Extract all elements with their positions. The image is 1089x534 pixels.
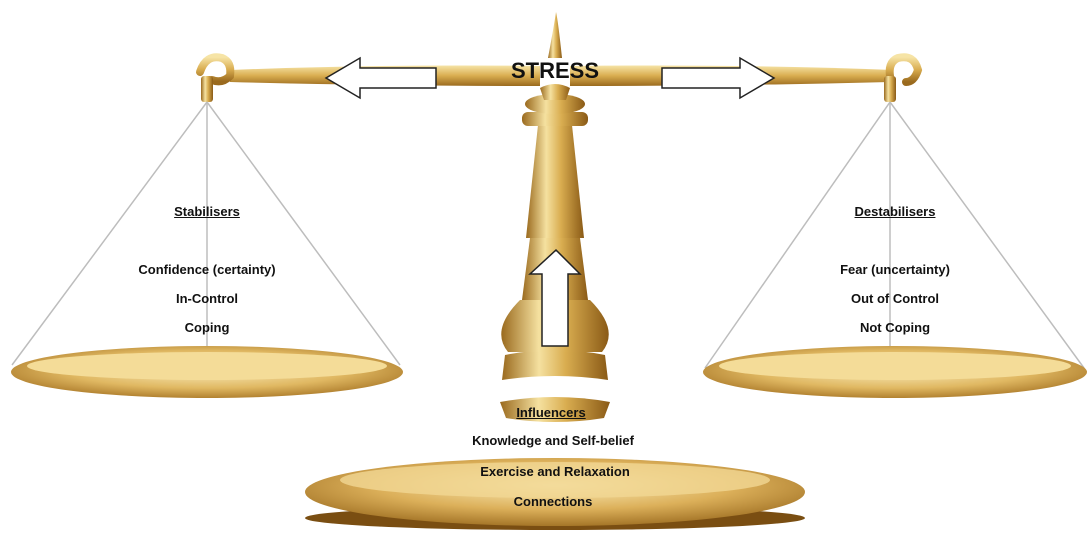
destabilisers-heading: Destabilisers bbox=[854, 204, 936, 219]
right-pan bbox=[703, 346, 1087, 398]
left-arrow-icon bbox=[324, 56, 437, 100]
stabilisers-heading: Stabilisers bbox=[174, 204, 240, 219]
stress-title: STRESS bbox=[510, 58, 600, 83]
destabiliser-item: Out of Control bbox=[850, 291, 940, 306]
left-pan bbox=[11, 346, 403, 398]
stabiliser-item: Coping bbox=[184, 320, 230, 335]
left-hanger bbox=[11, 76, 401, 366]
influencers-heading: Influencers bbox=[516, 405, 586, 420]
stabiliser-item: In-Control bbox=[175, 291, 239, 306]
right-hanger bbox=[704, 76, 1085, 369]
influencer-item: Connections bbox=[513, 494, 593, 509]
stabiliser-item: Confidence (certainty) bbox=[138, 262, 276, 277]
influencer-item: Knowledge and Self-belief bbox=[472, 433, 634, 448]
destabiliser-item: Not Coping bbox=[859, 320, 931, 335]
up-arrow-icon bbox=[528, 248, 582, 347]
right-arrow-icon bbox=[661, 56, 776, 100]
destabiliser-item: Fear (uncertainty) bbox=[840, 262, 950, 277]
influencer-item: Exercise and Relaxation bbox=[480, 464, 630, 479]
scale-base bbox=[305, 458, 805, 530]
